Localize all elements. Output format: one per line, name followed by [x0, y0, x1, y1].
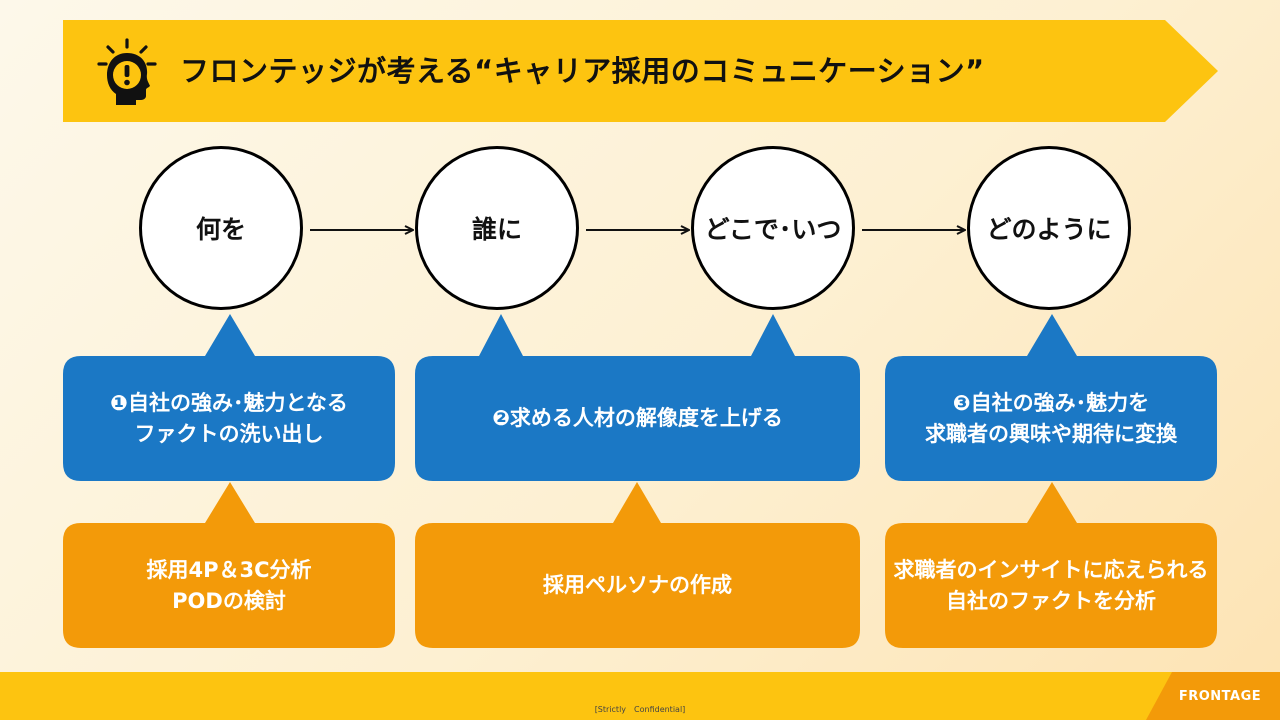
step-what-circle: 何を: [139, 146, 303, 310]
step-how-circle: どのように: [967, 146, 1131, 310]
callout-orange-2-shape: [415, 482, 860, 648]
callout-blue-3: ❸自社の強み･魅力を 求職者の興味や期待に変換: [885, 314, 1217, 481]
callout-blue-2: ❷求める人材の解像度を上げる: [415, 314, 860, 481]
callout-orange-1-text: 採用4P＆3C分析 PODの検討: [146, 557, 312, 613]
callout-blue-1-shape: [63, 314, 395, 481]
callout-orange-2: 採用ペルソナの作成: [415, 482, 860, 648]
callout-blue-2-shape: [415, 314, 860, 481]
title-banner: [63, 20, 1218, 122]
step-where-when-circle: どこで･いつ: [691, 146, 855, 310]
callout-blue-1-text: ❶自社の強み･魅力となる ファクトの洗い出し: [110, 390, 348, 446]
callout-blue-3-shape: [885, 314, 1217, 481]
callout-orange-1: 採用4P＆3C分析 PODの検討: [63, 482, 395, 648]
lightbulb-head-icon: [95, 38, 159, 106]
brand-block: [1146, 672, 1280, 720]
callout-orange-3: 求職者のインサイトに応えられる 自社のファクトを分析: [885, 482, 1217, 648]
callout-orange-3-text: 求職者のインサイトに応えられる 自社のファクトを分析: [893, 557, 1209, 613]
callout-blue-3-text: ❸自社の強み･魅力を 求職者の興味や期待に変換: [925, 390, 1177, 446]
callout-blue-2-text: ❷求める人材の解像度を上げる: [492, 406, 783, 430]
callout-orange-1-shape: [63, 482, 395, 648]
page-title: フロンテッジが考える“キャリア採用のコミュニケーション”: [180, 54, 985, 88]
brand-logo-text: FRONTAGE: [1178, 688, 1262, 704]
footer-bar: [0, 672, 1280, 720]
callout-orange-3-shape: [885, 482, 1217, 648]
callout-orange-2-text: 採用ペルソナの作成: [543, 573, 732, 597]
callout-blue-1: ❶自社の強み･魅力となる ファクトの洗い出し: [63, 314, 395, 481]
step-who-circle: 誰に: [415, 146, 579, 310]
confidential-label: [Strictly Confidential]: [594, 705, 686, 714]
